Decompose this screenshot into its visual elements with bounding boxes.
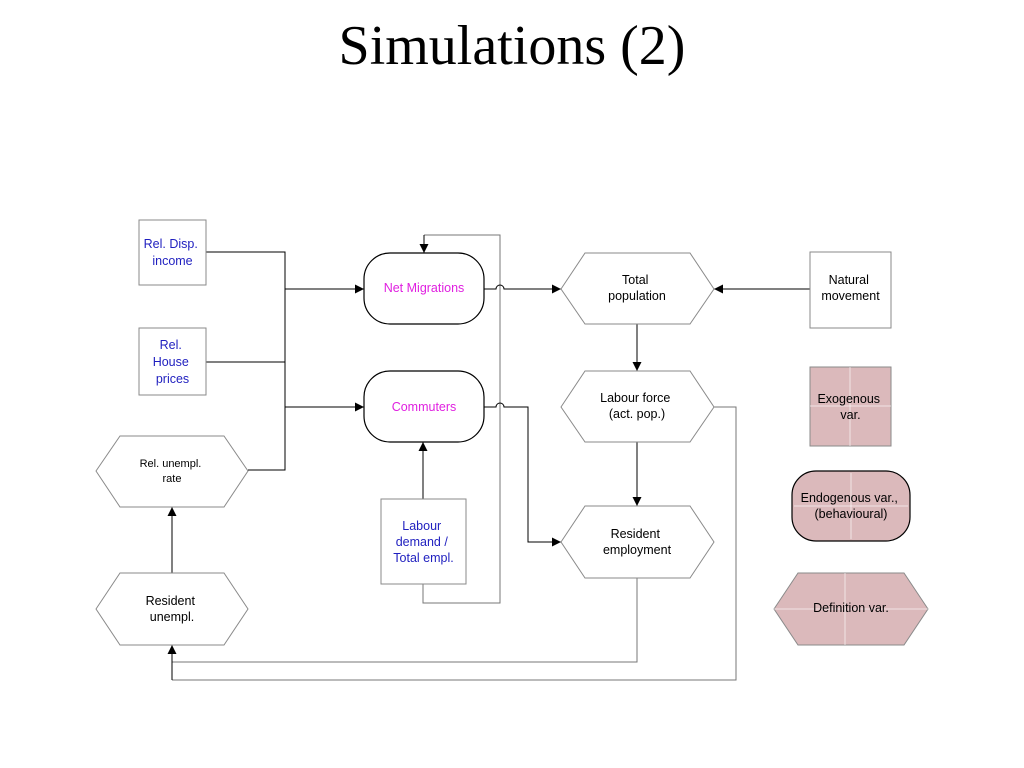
page-title: Simulations (2)	[338, 15, 686, 77]
node-labour-demand: Labour demand / Total empl.	[380, 498, 467, 585]
node-rel-unempl-rate: Rel. unempl. rate	[95, 435, 249, 508]
node-total-population: Total population	[560, 252, 715, 325]
svg-text:Exogenous var.: Exogenous var.	[817, 392, 883, 422]
svg-text:Rel. unempl. rate: Rel. unempl. rate	[140, 458, 205, 485]
svg-text:Net Migrations: Net Migrations	[384, 281, 465, 295]
edge-migr-to-population	[484, 284, 561, 294]
edge-labour-to-unempl	[172, 406, 737, 681]
edge-disp-income	[206, 251, 286, 471]
node-net-migrations: Net Migrations	[363, 252, 485, 325]
edge-commuters-to-employment	[484, 402, 561, 547]
edge-demand-feedback	[422, 234, 501, 604]
node-natural-movement: Natural movement	[809, 251, 892, 329]
node-rel-disp-income: Rel. Disp. income	[138, 219, 207, 286]
node-resident-unempl: Resident unempl.	[95, 572, 249, 646]
legend-exogenous: Exogenous var.	[809, 366, 892, 447]
svg-text:Resident employment: Resident employment	[603, 527, 672, 557]
svg-text:Definition var.: Definition var.	[813, 601, 889, 615]
svg-text:Labour force (act. pop.): Labour force (act. pop.)	[600, 391, 674, 421]
svg-text:Resident unempl.: Resident unempl.	[146, 594, 199, 624]
svg-text:Rel. House prices: Rel. House prices	[153, 338, 193, 386]
svg-text:Rel. Disp. income: Rel. Disp. income	[144, 237, 202, 268]
node-commuters: Commuters	[363, 370, 485, 443]
node-rel-house-prices: Rel. House prices	[138, 327, 207, 396]
node-resident-employment: Resident employment	[560, 505, 715, 579]
svg-text:Total population: Total population	[608, 273, 666, 303]
svg-text:Labour demand / To: Labour demand / Total empl.	[393, 519, 453, 565]
svg-text:Natural movement: Natural movement	[821, 273, 880, 303]
legend-endogenous: Endogenous var., (behavioural)	[791, 470, 911, 542]
node-labour-force: Labour force (act. pop.)	[560, 370, 715, 443]
edge-employment-to-unempl	[172, 578, 638, 663]
legend-definition: Definition var.	[773, 572, 929, 646]
svg-text:Commuters: Commuters	[392, 400, 457, 414]
svg-text:Endogenous var., (behavi: Endogenous var., (behavioural)	[801, 491, 902, 521]
